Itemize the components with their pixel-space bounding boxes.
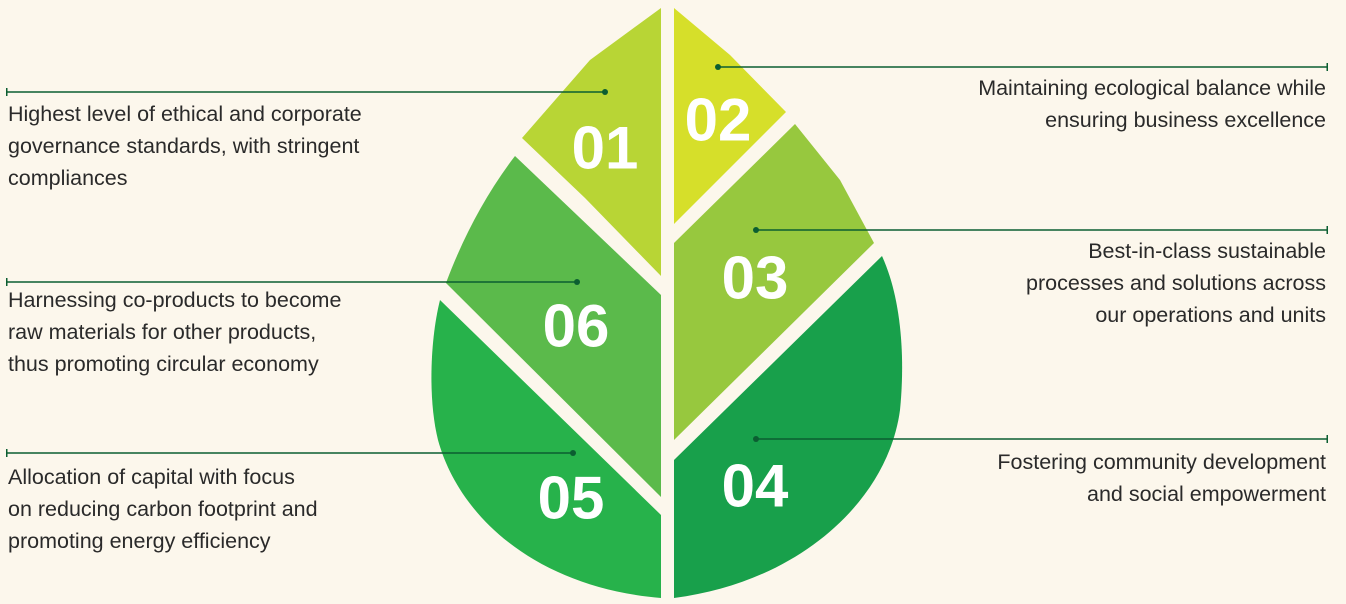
- segment-05-line-1: Allocation of capital with focus: [8, 465, 295, 489]
- segment-05-line-3: promoting energy efficiency: [8, 529, 271, 553]
- segment-04-shape: [674, 256, 903, 598]
- segment-06-line-1: Harnessing co-products to become: [8, 288, 342, 312]
- segment-06-description: Harnessing co-products to become raw mat…: [8, 284, 341, 380]
- segment-06-line-3: thus promoting circular economy: [8, 352, 319, 376]
- segment-05-line-2: on reducing carbon footprint and: [8, 497, 318, 521]
- segment-02-line-2: ensuring business excellence: [1045, 108, 1326, 132]
- segment-05-number: 05: [538, 465, 605, 532]
- connector-04-dot: [753, 436, 759, 442]
- segment-01-line-3: compliances: [8, 166, 128, 190]
- segment-01-line-2: governance standards, with stringent: [8, 134, 360, 158]
- connector-03-dot: [753, 227, 759, 233]
- connector-01-end: [6, 88, 8, 96]
- segment-06-line-2: raw materials for other products,: [8, 320, 317, 344]
- connector-endpoints: [6, 63, 1328, 457]
- connector-04-end: [1326, 435, 1328, 443]
- connector-06-dot: [574, 279, 580, 285]
- segment-02-line-1: Maintaining ecological balance while: [978, 76, 1326, 100]
- segment-04-description: Fostering community development and soci…: [997, 446, 1326, 510]
- connector-02-end: [1326, 63, 1328, 71]
- segment-01-description: Highest level of ethical and corporate g…: [8, 98, 362, 194]
- segment-04-line-2: and social empowerment: [1086, 482, 1326, 506]
- connector-05-dot: [570, 450, 576, 456]
- segment-01-number: 01: [572, 115, 639, 182]
- segment-02-number: 02: [685, 87, 752, 154]
- segment-02-shape: [674, 8, 786, 224]
- segment-04-line-1: Fostering community development: [997, 450, 1326, 474]
- connector-01-dot: [602, 89, 608, 95]
- segment-03-number: 03: [722, 245, 789, 312]
- segment-02-description: Maintaining ecological balance while ens…: [978, 72, 1326, 136]
- segment-03-line-3: our operations and units: [1095, 303, 1326, 327]
- segment-05-description: Allocation of capital with focus on redu…: [8, 461, 318, 557]
- segment-03-line-2: processes and solutions across: [1026, 271, 1326, 295]
- connector-05-end: [6, 449, 8, 457]
- segment-03-shape: [674, 124, 874, 440]
- connector-03-end: [1326, 226, 1328, 234]
- connector-lines: [7, 66, 1327, 454]
- segment-03-line-1: Best-in-class sustainable: [1088, 239, 1326, 263]
- connector-06-end: [6, 278, 8, 286]
- segment-04-number: 04: [722, 453, 789, 520]
- segment-06-number: 06: [543, 293, 610, 360]
- connector-02-dot: [715, 64, 721, 70]
- segment-06-shape: [446, 156, 661, 497]
- segment-05-shape: [431, 300, 661, 598]
- segment-01-shape: [522, 8, 661, 276]
- segment-01-line-1: Highest level of ethical and corporate: [8, 102, 362, 126]
- segment-03-description: Best-in-class sustainable processes and …: [1026, 235, 1326, 331]
